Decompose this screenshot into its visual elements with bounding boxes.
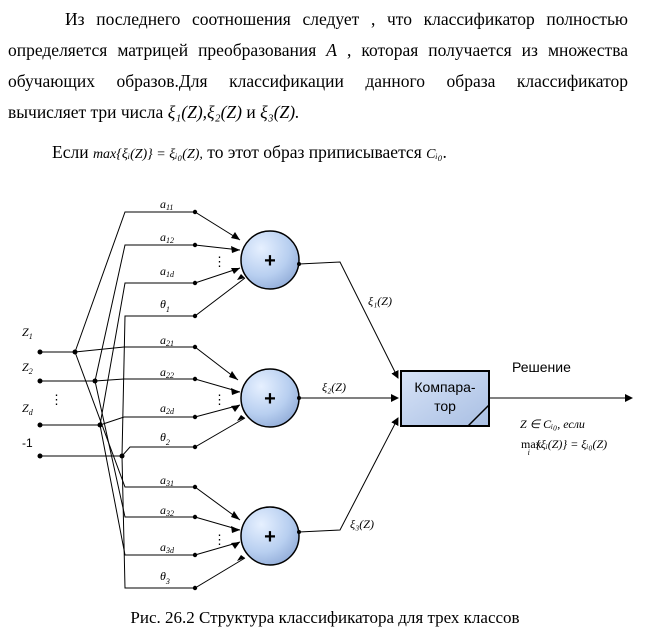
p1-line-2: определяется матрицей преобразования A ,… [8, 35, 628, 66]
p2-then: то этот образ приписывается [207, 142, 422, 162]
p1-line-4a: вычисляет три числа [8, 102, 164, 122]
max-formula: max{ξᵢ(Z)} = ξᵢ₀(Z), [92, 147, 203, 162]
class-c-i0: Cᵢ₀ [426, 147, 443, 162]
p1-line-4: вычисляет три числа ξ₁(Z),ξ₂(Z) и ξ₃(Z). [8, 97, 628, 128]
condition-line-1: Z ∈ Cᵢ₀, если [520, 417, 585, 431]
p1-line-2b: , которая получается из множества [347, 40, 628, 60]
svg-text:a32: a32 [160, 503, 174, 518]
paragraph-1: Из последнего соотношения следует , что … [8, 4, 628, 128]
weights-group-3: a31 a32 a3d θ3 [160, 473, 175, 586]
adder-3: + [240, 506, 300, 566]
p1-line-2a: определяется матрицей преобразования [8, 40, 317, 60]
weights-dots-1: ⋮ [213, 254, 226, 269]
adder-2: + [240, 368, 300, 428]
xi-2-label: ξ₂(Z) [322, 380, 346, 394]
xi-1-2: ξ₁(Z),ξ₂(Z) [167, 102, 242, 122]
svg-text:+: + [264, 526, 276, 548]
input-z1: Z1 [22, 325, 33, 341]
decision-label: Решение [512, 359, 571, 375]
svg-text:θ1: θ1 [160, 297, 170, 314]
comparator-block: Компара- тор [400, 370, 490, 427]
adder-output-dots [297, 262, 301, 534]
input-zd: Zd [22, 401, 34, 417]
svg-text:θ2: θ2 [160, 430, 170, 447]
svg-text:a1d: a1d [160, 264, 175, 279]
svg-text:a12: a12 [160, 230, 174, 245]
input-dots [37, 209, 198, 591]
figure-caption: Рис. 26.2 Структура классификатора для т… [130, 608, 520, 627]
p1-line-3: обучающих образов.Для классификации данн… [8, 71, 628, 91]
weights-dots-3: ⋮ [213, 532, 226, 547]
svg-text:+: + [264, 250, 276, 272]
svg-text:a21: a21 [160, 333, 174, 348]
input-z2: Z2 [22, 360, 33, 376]
svg-text:θ3: θ3 [160, 569, 170, 586]
weights-group-2: a21 a22 a2d θ2 [160, 333, 175, 447]
input-minus-one: -1 [22, 436, 33, 450]
comparator-label-2: тор [434, 398, 456, 414]
xi-3-label: ξ₃(Z) [350, 517, 374, 531]
weights-dots-2: ⋮ [213, 392, 226, 407]
adder-outputs [298, 261, 399, 533]
svg-text:a11: a11 [160, 197, 173, 212]
svg-text:a22: a22 [160, 365, 174, 380]
weights-group-1: a11 a12 a1d θ1 [160, 197, 175, 314]
p1-line-1: Из последнего соотношения следует , что … [65, 9, 628, 29]
svg-text:+: + [264, 388, 276, 410]
p2-end: . [442, 142, 447, 162]
comparator-label-1: Компара- [414, 379, 476, 395]
svg-text:a2d: a2d [160, 401, 175, 416]
paragraph-2: Если max{ξᵢ(Z)} = ξᵢ₀(Z), то этот образ … [8, 137, 628, 170]
p1-and: и [246, 102, 256, 122]
xi-1-label: ξ₁(Z) [368, 294, 392, 308]
adder-1: + [240, 230, 300, 290]
p2-if: Если [52, 142, 89, 162]
xi-3: ξ₃(Z). [260, 102, 300, 122]
matrix-A: A [326, 40, 337, 60]
svg-text:a31: a31 [160, 473, 174, 488]
input-dots-label: ⋮ [50, 392, 63, 407]
weight-arrows [229, 232, 245, 561]
fanout-lines [74, 211, 246, 589]
svg-text:a3d: a3d [160, 540, 175, 555]
